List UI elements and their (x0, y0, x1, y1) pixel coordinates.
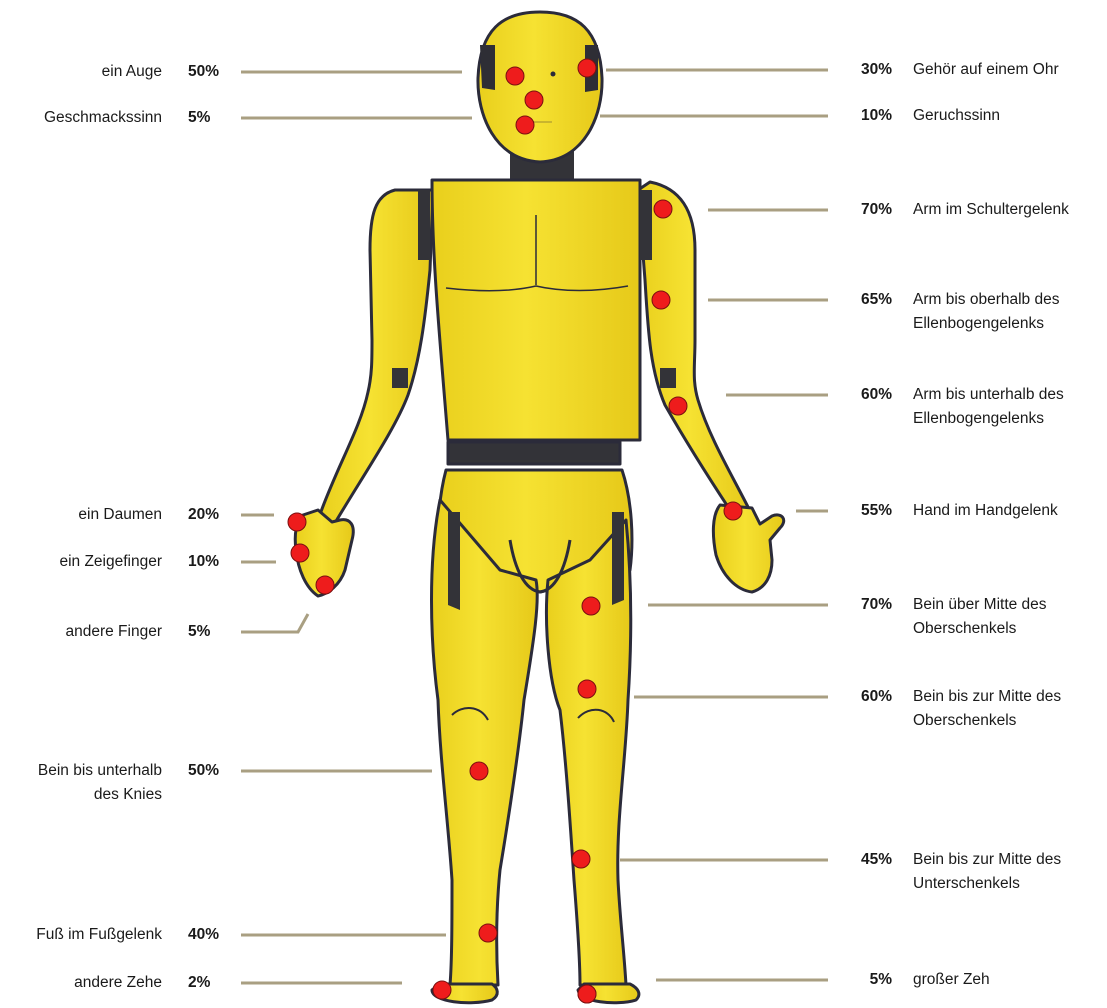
leader-line (241, 614, 308, 632)
injury-marker-nose (525, 91, 543, 109)
percent-above-elbow: 65% (842, 288, 892, 312)
label-line: Fuß im Fußgelenk (36, 923, 162, 947)
percent-shoulder: 70% (842, 198, 892, 222)
percent-fingers: 5% (188, 620, 238, 644)
injury-marker-shoulder (654, 200, 672, 218)
label-line: Bein bis unterhalb (38, 759, 162, 783)
label-index: ein Zeigefinger (59, 550, 162, 574)
label-fingers: andere Finger (65, 620, 162, 644)
label-line: Arm bis oberhalb des (913, 288, 1059, 312)
percent-index: 10% (188, 550, 238, 574)
label-line: Geruchssinn (913, 104, 1000, 128)
label-line: des Knies (38, 783, 162, 807)
label-line: Ellenbogengelenks (913, 312, 1059, 336)
label-line: andere Zehe (74, 971, 162, 995)
label-wrist: Hand im Handgelenk (913, 499, 1058, 523)
label-line: Arm im Schultergelenk (913, 198, 1069, 222)
percent-eye: 50% (188, 60, 238, 84)
label-line: Unterschenkels (913, 872, 1061, 896)
label-line: großer Zeh (913, 968, 990, 992)
label-line: Hand im Handgelenk (913, 499, 1058, 523)
label-line: ein Auge (102, 60, 162, 84)
percent-big-toe: 5% (842, 968, 892, 992)
injury-marker-fingers (316, 576, 334, 594)
label-line: Gehör auf einem Ohr (913, 58, 1059, 82)
injury-marker-above-elbow (652, 291, 670, 309)
label-toe: andere Zehe (74, 971, 162, 995)
injury-marker-upper-thigh (582, 597, 600, 615)
percent-ankle: 40% (188, 923, 238, 947)
percent-upper-thigh: 70% (842, 593, 892, 617)
label-line: ein Zeigefinger (59, 550, 162, 574)
label-big-toe: großer Zeh (913, 968, 990, 992)
percent-below-knee: 50% (188, 759, 238, 783)
label-line: Geschmackssinn (44, 106, 162, 130)
label-line: Ellenbogengelenks (913, 407, 1064, 431)
head (478, 12, 602, 162)
label-line: Oberschenkels (913, 709, 1061, 733)
injury-marker-thumb (288, 513, 306, 531)
injury-marker-toe (433, 981, 451, 999)
percent-mid-thigh: 60% (842, 685, 892, 709)
label-line: Bein bis zur Mitte des (913, 848, 1061, 872)
injury-marker-below-knee (470, 762, 488, 780)
percent-hearing: 30% (842, 58, 892, 82)
injury-marker-ankle (479, 924, 497, 942)
label-line: andere Finger (65, 620, 162, 644)
percent-below-elbow: 60% (842, 383, 892, 407)
percent-wrist: 55% (842, 499, 892, 523)
label-hearing: Gehör auf einem Ohr (913, 58, 1059, 82)
label-line: Bein über Mitte des (913, 593, 1047, 617)
right-hand (713, 505, 783, 592)
injury-marker-eye (506, 67, 524, 85)
label-line: Oberschenkels (913, 617, 1047, 641)
injury-marker-mid-shin (572, 850, 590, 868)
label-line: Bein bis zur Mitte des (913, 685, 1061, 709)
injury-marker-wrist (724, 502, 742, 520)
injury-marker-mid-thigh (578, 680, 596, 698)
left-arm (318, 190, 433, 528)
label-eye: ein Auge (102, 60, 162, 84)
injury-marker-big-toe-tip (578, 985, 596, 1003)
percent-mid-shin: 45% (842, 848, 892, 872)
injury-marker-index (291, 544, 309, 562)
right-arm (638, 182, 752, 522)
percent-toe: 2% (188, 971, 238, 995)
label-thumb: ein Daumen (78, 503, 162, 527)
label-shoulder: Arm im Schultergelenk (913, 198, 1069, 222)
percent-smell: 10% (842, 104, 892, 128)
label-ankle: Fuß im Fußgelenk (36, 923, 162, 947)
label-line: ein Daumen (78, 503, 162, 527)
injury-marker-taste (516, 116, 534, 134)
label-taste: Geschmackssinn (44, 106, 162, 130)
injury-marker-hearing (578, 59, 596, 77)
label-smell: Geruchssinn (913, 104, 1000, 128)
injury-marker-below-elbow (669, 397, 687, 415)
label-line: Arm bis unterhalb des (913, 383, 1064, 407)
belt (448, 442, 620, 464)
percent-taste: 5% (188, 106, 238, 130)
percent-thumb: 20% (188, 503, 238, 527)
